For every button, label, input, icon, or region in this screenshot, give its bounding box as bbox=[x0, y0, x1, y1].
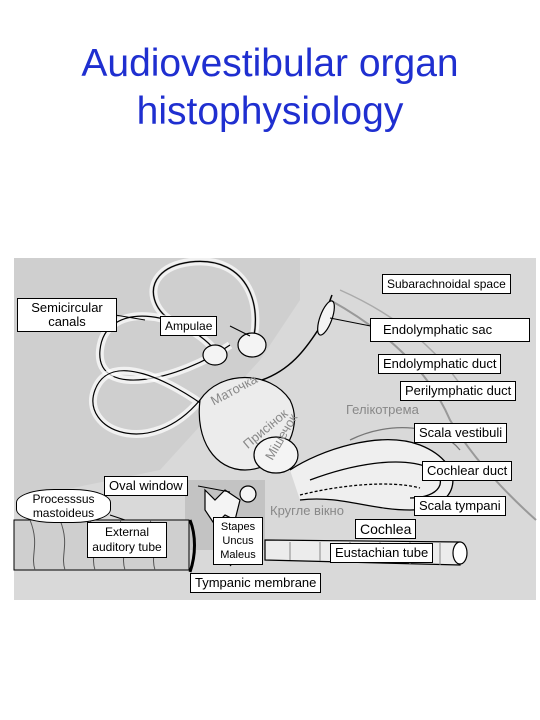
endolymphatic-sac-drawing bbox=[317, 300, 335, 336]
label-tympanic-membrane: Tympanic membrane bbox=[190, 573, 322, 593]
label-stapes-uncus-maleus: Stapes Uncus Maleus bbox=[213, 517, 263, 565]
label-scala-vestibuli: Scala vestibuli bbox=[414, 423, 508, 443]
slide-title: Audiovestibular organ histophysiology bbox=[0, 40, 540, 136]
label-ampulae: Ampulae bbox=[160, 316, 218, 336]
bg-text-helikotrema: Гелікотрема bbox=[346, 402, 419, 417]
label-oval-window: Oval window bbox=[104, 476, 188, 496]
tympanic-membrane-drawing bbox=[188, 519, 196, 573]
label-endolymphatic-duct: Endolymphatic duct bbox=[378, 354, 502, 374]
title-line-2: histophysiology bbox=[136, 90, 404, 133]
label-processus-mastoideus: Processsus mastoideus bbox=[16, 489, 111, 523]
label-external-auditory-tube: External auditory tube bbox=[87, 522, 167, 558]
label-scala-tympani: Scala tympani bbox=[414, 496, 506, 516]
bg-text-kruhle-vikno: Кругле вікно bbox=[270, 503, 344, 518]
label-semicircular-canals: Semicircular canals bbox=[17, 298, 117, 332]
label-endolymphatic-sac: Endolymphatic sac bbox=[370, 318, 530, 342]
label-eustachian-tube: Eustachian tube bbox=[330, 543, 434, 563]
title-line-1: Audiovestibular organ bbox=[81, 42, 459, 85]
saccule bbox=[253, 436, 299, 474]
label-cochlea: Cochlea bbox=[355, 519, 417, 539]
label-cochlear-duct: Cochlear duct bbox=[422, 461, 513, 481]
label-subarachnoidal-space: Subarachnoidal space bbox=[382, 274, 511, 294]
stapes-base bbox=[239, 485, 257, 503]
ampulla-1 bbox=[237, 332, 267, 358]
cochlea-drawing bbox=[289, 427, 461, 511]
label-perilymphatic-duct: Perilymphatic duct bbox=[400, 381, 517, 401]
ampulla-2 bbox=[202, 344, 228, 366]
